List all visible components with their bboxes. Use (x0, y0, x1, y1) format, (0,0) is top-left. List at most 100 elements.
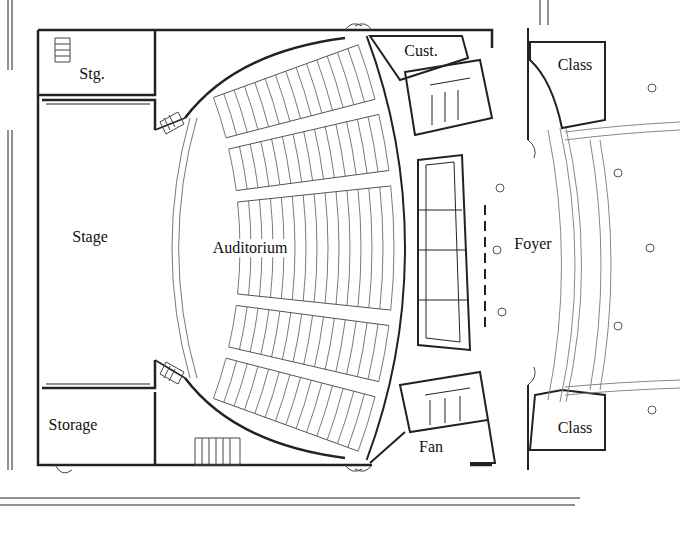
seat-row (314, 129, 323, 179)
bottom-wall-end (470, 464, 492, 467)
seat-row (358, 189, 361, 306)
stair (160, 112, 184, 134)
seating-block (229, 114, 389, 190)
column (646, 244, 654, 252)
seat-row (250, 308, 258, 352)
seat-row (380, 187, 383, 309)
storage-room-wall (38, 30, 155, 95)
room-label: Storage (47, 416, 100, 434)
control-booth (418, 155, 470, 350)
stage-wall (42, 100, 155, 388)
seat-row (244, 366, 257, 409)
room-label: Class (556, 56, 595, 74)
seat-row (293, 314, 302, 362)
seating-block (213, 45, 375, 138)
seat-row (368, 117, 378, 172)
band-line (565, 122, 680, 140)
door (528, 140, 535, 385)
seat-row (239, 147, 247, 190)
seat-row (261, 310, 269, 355)
outer-site-lines (0, 0, 580, 505)
seat-row (304, 132, 313, 181)
stair (55, 38, 70, 62)
column (648, 406, 656, 414)
classroom (530, 42, 605, 128)
seat-row (296, 380, 311, 428)
seating-block (213, 358, 375, 451)
foyer-dashed-line (484, 205, 486, 330)
stage-inner-line (46, 104, 150, 384)
seat-row (306, 383, 321, 432)
seat-row (229, 149, 237, 191)
door (345, 465, 372, 471)
booth (405, 60, 492, 135)
site-line (0, 505, 575, 506)
band-line (590, 140, 601, 390)
seat-row (369, 188, 372, 308)
seat-row (282, 313, 290, 360)
rear-wall (367, 36, 405, 460)
auditorium-side-wall (185, 38, 345, 118)
neighbour-wall (540, 0, 548, 25)
seat-row (338, 52, 354, 104)
apron (172, 118, 197, 378)
seat-row (265, 372, 279, 417)
room-label: Class (556, 419, 595, 437)
seat-row (325, 193, 328, 303)
seat-row (306, 64, 321, 113)
booth-stair (425, 388, 470, 425)
stair (195, 438, 240, 465)
aisle-edge (238, 294, 391, 310)
seat-row (234, 90, 247, 132)
seat-row (224, 94, 237, 135)
seat-row (391, 186, 394, 310)
stair (160, 362, 184, 384)
custodian-room (370, 36, 468, 80)
seat-row (379, 326, 389, 382)
band-line (600, 140, 611, 390)
classroom (530, 390, 605, 450)
seat-row (272, 311, 280, 357)
seat-row (272, 139, 280, 185)
seat-row (327, 388, 343, 439)
seat-row (327, 56, 343, 107)
door (55, 465, 72, 473)
seat-row (255, 369, 269, 413)
seat-row (229, 305, 237, 347)
column (498, 308, 506, 316)
doors (55, 24, 535, 473)
seat-row (347, 122, 357, 175)
room-label: Fan (417, 438, 445, 456)
curved-band (548, 122, 680, 402)
seat-row (282, 137, 290, 184)
room-label: Cust. (402, 42, 439, 60)
room-label: Foyer (512, 235, 553, 253)
seat-row (213, 98, 226, 138)
seat-row (357, 323, 367, 377)
aisle-edge (226, 358, 375, 397)
seat-row (357, 119, 367, 173)
seat-row (303, 195, 306, 301)
seat-row (317, 386, 333, 436)
seat-row (234, 364, 247, 406)
seat-row (224, 361, 237, 402)
column (614, 322, 622, 330)
rear-rooms (370, 36, 495, 463)
column (493, 246, 501, 254)
band-line (548, 130, 562, 400)
seating-block (229, 305, 389, 381)
seat-row (317, 60, 333, 110)
seat-row (314, 194, 317, 302)
column (496, 184, 504, 192)
control-booth-inner (426, 162, 460, 342)
seat-row (347, 191, 350, 306)
aisle-edge (238, 186, 391, 202)
room-label: Stg. (77, 65, 106, 83)
seat-row (244, 86, 257, 129)
seat-row (275, 75, 289, 121)
band-line (565, 380, 680, 395)
seat-row (261, 142, 269, 187)
